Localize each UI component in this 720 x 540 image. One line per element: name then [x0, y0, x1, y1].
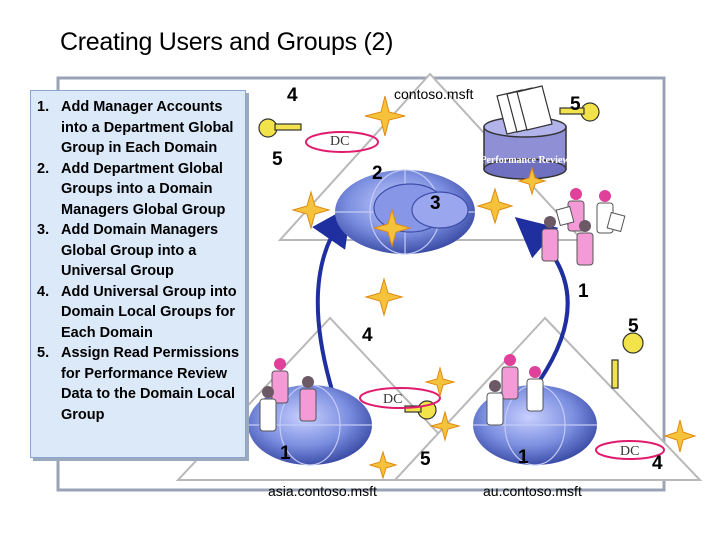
root-dc-ring [305, 131, 379, 153]
step-item: 1.Add Manager Accounts into a Department… [37, 99, 234, 156]
step-item: 2.Add Department Global Groups into a Do… [37, 160, 226, 218]
step-badge: 5 [570, 94, 581, 115]
asia-dc-label: DC [383, 392, 402, 407]
step-item: 3.Add Domain Managers Global Group into … [37, 222, 219, 279]
au-dc-ring [595, 440, 665, 460]
step-badge: 1 [280, 443, 291, 464]
root-dc-label: DC [330, 134, 349, 149]
step-item: 4.Add Universal Group into Domain Local … [37, 283, 237, 341]
au-dc-label: DC [620, 444, 639, 459]
step-badge: 5 [420, 449, 431, 470]
step-badge: 3 [430, 193, 441, 214]
step-badge: 4 [362, 325, 373, 346]
steps-list: 1.Add Manager Accounts into a Department… [31, 91, 245, 425]
step-badge: 2 [372, 163, 383, 184]
users-icon [259, 188, 626, 432]
asia-domain-label: asia.contoso.msft [268, 483, 377, 499]
database-label: Performance Review [480, 155, 570, 166]
steps-panel: 1.Add Manager Accounts into a Department… [30, 90, 246, 458]
step-badge: 5 [628, 316, 639, 337]
step-badge: 4 [652, 453, 663, 474]
step-badge: 1 [518, 447, 529, 468]
step-item: 5.Assign Read Permissions for Performanc… [37, 345, 240, 423]
step-badge: 1 [578, 281, 589, 302]
slide-title: Creating Users and Groups (2) [60, 28, 394, 56]
asia-dc-ring [359, 387, 441, 409]
step-badge: 4 [287, 85, 298, 106]
au-domain-label: au.contoso.msft [483, 483, 582, 499]
star-icon [291, 95, 697, 480]
documents-icon [496, 85, 553, 135]
step-badge: 5 [272, 149, 283, 170]
arrow-asia-to-root [312, 205, 352, 391]
root-domain-label: contoso.msft [394, 86, 474, 102]
